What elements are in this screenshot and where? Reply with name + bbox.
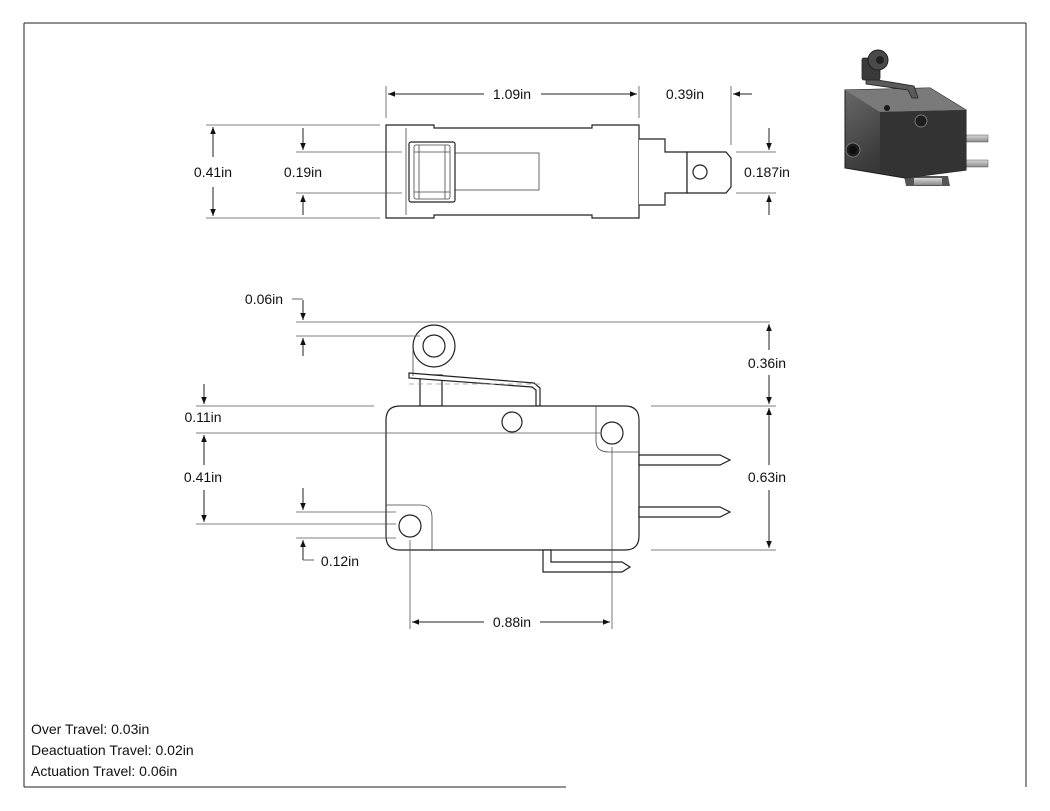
- side-dimensions: [196, 298, 776, 629]
- sheet-border: [23, 22, 1027, 788]
- top-view: [385, 124, 732, 219]
- side-view: [385, 324, 732, 573]
- dim-body-height: 0.63in: [748, 469, 786, 485]
- switch-3d-render: [844, 49, 989, 186]
- dim-lever-height: 0.36in: [748, 355, 786, 371]
- actuation-travel-note: Actuation Travel: 0.06in: [31, 763, 178, 779]
- dim-hole-bottom: 0.12in: [321, 553, 359, 569]
- dim-top-height: 0.41in: [194, 164, 232, 180]
- dim-hole-spacing-h: 0.88in: [493, 614, 531, 630]
- dim-top-terminal: 0.39in: [666, 86, 704, 102]
- dim-top-tab-width: 0.187in: [744, 164, 790, 180]
- dim-hole-spacing-v: 0.41in: [184, 469, 222, 485]
- dim-hole-top: 0.11in: [184, 409, 221, 425]
- dim-top-length: 1.09in: [493, 86, 531, 102]
- top-dimensions: [206, 86, 776, 219]
- over-travel-note: Over Travel: 0.03in: [31, 721, 150, 737]
- dim-top-inner: 0.19in: [284, 164, 322, 180]
- deactuation-travel-note: Deactuation Travel: 0.02in: [31, 742, 194, 758]
- dim-roller-offset: 0.06in: [245, 291, 283, 307]
